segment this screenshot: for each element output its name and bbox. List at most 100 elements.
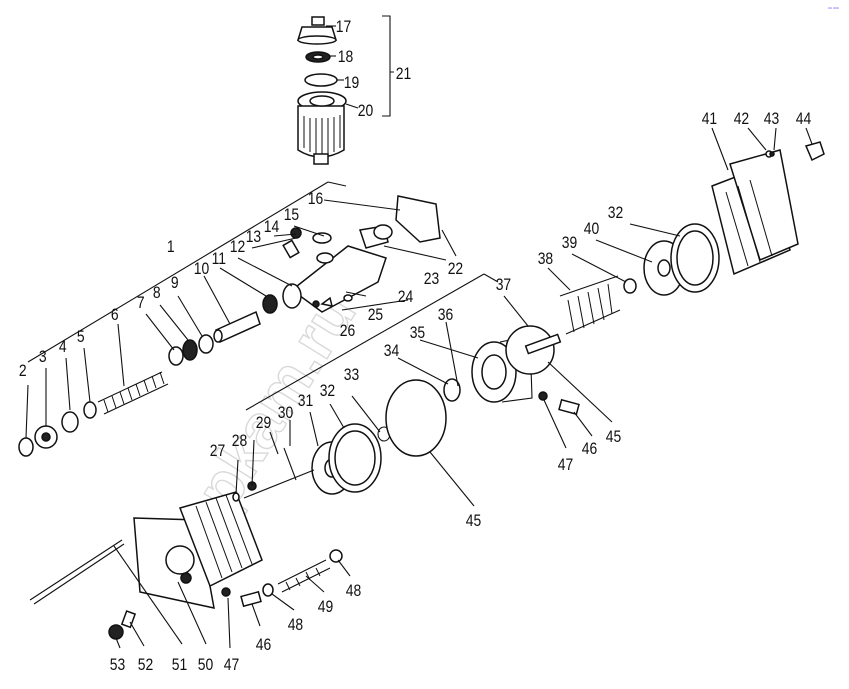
piston-rod-part xyxy=(243,469,315,499)
callout-10: 10 xyxy=(194,260,210,279)
part-shapes xyxy=(18,16,825,640)
fitting-washer-part xyxy=(262,583,274,597)
callout-29: 29 xyxy=(256,414,271,433)
filter-gasket-part xyxy=(304,73,338,87)
spool-sleeve-part xyxy=(213,310,261,344)
spring-seat-ring-part xyxy=(623,278,637,294)
center-piston-part xyxy=(471,335,533,403)
packing-part xyxy=(182,339,198,361)
end-cap-part xyxy=(34,425,58,449)
callout-2: 2 xyxy=(19,362,27,381)
bolt-part xyxy=(120,610,137,629)
callout-22: 22 xyxy=(448,260,463,279)
callout-33: 33 xyxy=(344,366,359,385)
spring-part xyxy=(97,371,169,415)
callout-47-lower: 47 xyxy=(224,656,239,675)
callout-41: 41 xyxy=(702,110,717,129)
callout-8: 8 xyxy=(153,284,161,303)
callout-46-lower: 46 xyxy=(256,636,271,655)
front-seal-part xyxy=(670,223,720,293)
nut-part xyxy=(108,624,124,640)
callout-18: 18 xyxy=(338,48,353,67)
callout-27: 27 xyxy=(210,442,225,461)
callout-38: 38 xyxy=(538,250,553,269)
callout-30: 30 xyxy=(278,404,294,423)
o-ring-part xyxy=(61,411,79,433)
callout-13: 13 xyxy=(246,228,261,247)
screw-part xyxy=(312,300,320,308)
fitting-right-part xyxy=(538,391,580,416)
callout-28: 28 xyxy=(232,432,247,451)
callout-14: 14 xyxy=(264,218,280,237)
callout-16: 16 xyxy=(308,190,323,209)
callout-48-upper: 48 xyxy=(346,582,361,601)
callout-32-upper: 32 xyxy=(608,204,623,223)
valve-body-part xyxy=(282,225,389,313)
callout-3: 3 xyxy=(39,348,47,367)
callout-9: 9 xyxy=(171,274,179,293)
callout-20: 20 xyxy=(358,102,374,121)
callout-11: 11 xyxy=(212,250,226,269)
callout-1: 1 xyxy=(167,238,175,257)
callout-39: 39 xyxy=(562,234,577,253)
callout-46-upper: 46 xyxy=(582,440,597,459)
cap-nut-part xyxy=(769,151,775,157)
callout-49: 49 xyxy=(318,598,333,617)
front-cylinder-part xyxy=(711,149,799,276)
guide-rod-part xyxy=(277,559,331,593)
callout-4: 4 xyxy=(59,338,67,357)
drain-plug-part xyxy=(804,141,825,162)
rod-end-washer-part xyxy=(329,549,343,563)
callout-45-upper: 45 xyxy=(606,428,621,447)
callout-12: 12 xyxy=(230,238,245,257)
leader-lines xyxy=(25,15,813,649)
rear-cylinder-part xyxy=(133,491,263,609)
tie-rod-part xyxy=(29,539,125,605)
spring-clip-part xyxy=(283,447,297,481)
callout-19: 19 xyxy=(344,74,359,93)
callout-47-upper: 47 xyxy=(558,456,573,475)
callout-25: 25 xyxy=(368,306,383,325)
callout-45-lower: 45 xyxy=(466,512,481,531)
flange-gasket-part xyxy=(395,195,441,243)
callout-52: 52 xyxy=(138,656,153,675)
callout-31: 31 xyxy=(298,392,313,411)
callout-6: 6 xyxy=(111,306,119,325)
callout-24: 24 xyxy=(398,288,414,307)
callout-50: 50 xyxy=(198,656,214,675)
callout-7: 7 xyxy=(137,294,145,313)
callout-42: 42 xyxy=(734,110,749,129)
filter-housing-part xyxy=(297,91,347,165)
callout-53: 53 xyxy=(110,656,125,675)
callout-51: 51 xyxy=(172,656,187,675)
callout-5: 5 xyxy=(77,328,85,347)
plunger-part xyxy=(168,346,184,366)
seal-ring-part xyxy=(373,224,393,240)
callout-32-lower: 32 xyxy=(320,382,335,401)
corner-mark: ᵃᵃ ᵃᵃᵃ xyxy=(828,6,839,12)
callout-17: 17 xyxy=(336,18,351,37)
callout-23: 23 xyxy=(424,270,439,289)
callout-40: 40 xyxy=(584,220,600,239)
callout-37: 37 xyxy=(496,276,511,295)
return-spring-part xyxy=(524,275,621,355)
rod-seal-part xyxy=(443,378,461,402)
fitting-lower-part xyxy=(221,587,262,608)
spacer-ring-part xyxy=(198,334,214,354)
washer-part xyxy=(18,437,34,457)
callout-36: 36 xyxy=(438,306,453,325)
filter-cap-part xyxy=(296,16,338,45)
cylinder-o-ring-part xyxy=(385,379,447,457)
callout-35: 35 xyxy=(410,324,425,343)
callout-labels: 1 2 3 4 5 6 7 8 9 10 11 12 13 14 15 16 1… xyxy=(19,18,812,675)
callout-43: 43 xyxy=(764,110,779,129)
callout-26: 26 xyxy=(340,322,355,341)
filter-valve-part xyxy=(305,51,331,63)
callout-44: 44 xyxy=(796,110,812,129)
rod-washer-part xyxy=(232,492,240,502)
piston-seal-part xyxy=(328,423,382,493)
piston-ring-part xyxy=(262,294,278,314)
callout-15: 15 xyxy=(284,206,299,225)
